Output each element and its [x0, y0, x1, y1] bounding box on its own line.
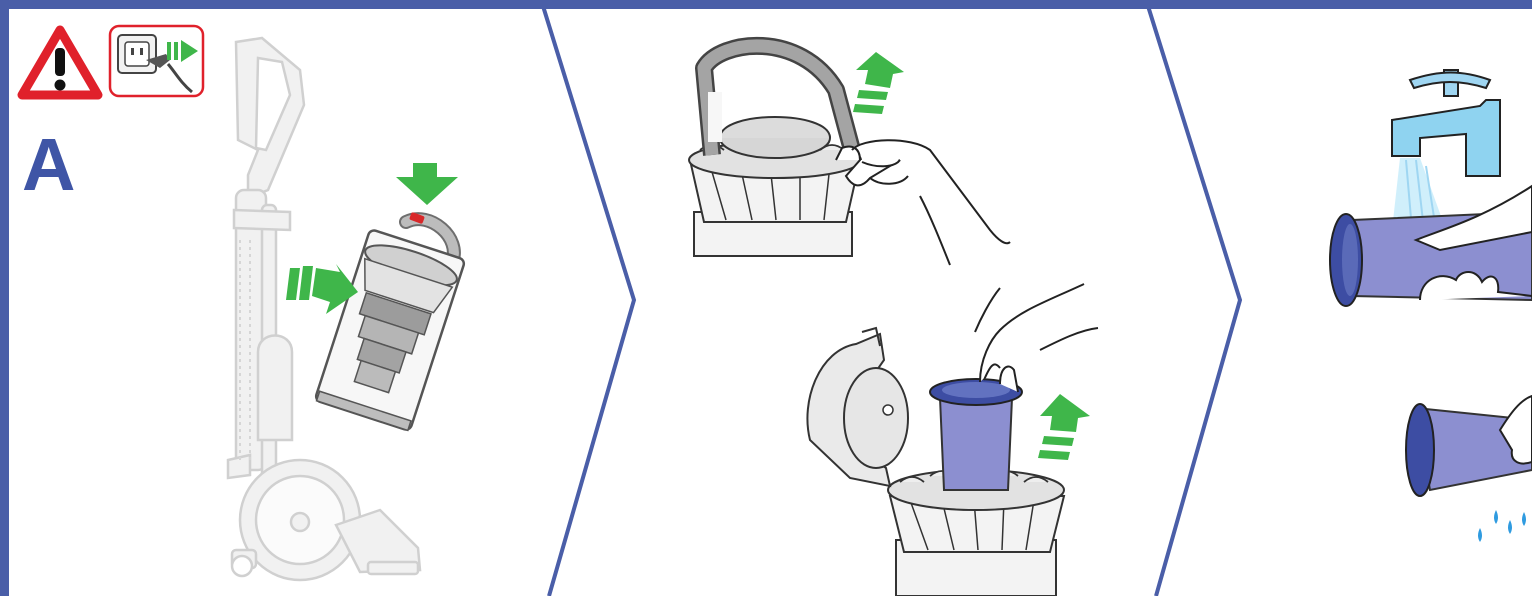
step-letter: A: [22, 123, 76, 206]
clear-bin: [314, 212, 466, 432]
cyclone-assembly: [688, 116, 862, 257]
hand: [974, 283, 1099, 393]
cyclone-assembly: [887, 468, 1066, 596]
hand: [835, 139, 1011, 266]
green-arrow-icon: [396, 163, 458, 205]
unplug-power-icon: [108, 24, 205, 98]
bin-lid-handle: [695, 37, 861, 156]
green-arrow-icon: [1038, 394, 1090, 460]
green-arrow-icon: [853, 52, 904, 114]
bin-lid-open: [806, 326, 909, 488]
warning-triangle-icon: [17, 25, 103, 100]
water-drops: [1478, 510, 1526, 542]
vacuum-hose: [239, 240, 251, 460]
panel-divider-1: [541, 5, 637, 596]
panel-divider-2: [1146, 5, 1243, 596]
hand: [1498, 394, 1532, 465]
vacuum-body: [226, 36, 422, 582]
filter-cartridge: [929, 378, 1023, 491]
hand: [1413, 184, 1532, 301]
green-arrow-icon: [286, 264, 358, 314]
water-tap-icon: [1391, 69, 1501, 177]
